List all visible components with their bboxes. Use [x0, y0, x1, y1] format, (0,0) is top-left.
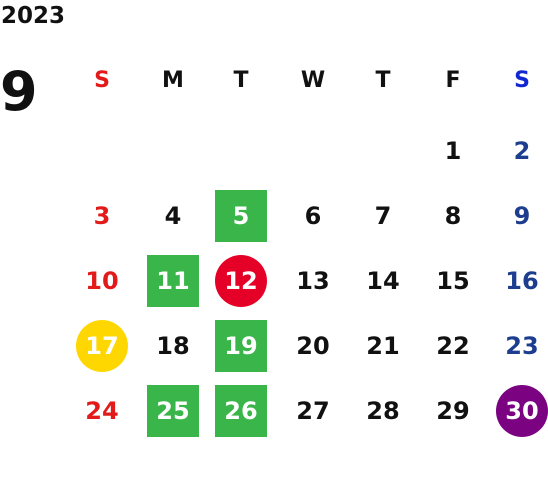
weekday-header-tue: T — [233, 68, 249, 93]
day-cell-18[interactable]: 18 — [156, 332, 190, 360]
day-cell-2[interactable]: 2 — [513, 137, 531, 165]
weekday-header-wed: W — [300, 68, 326, 93]
day-cell-19-marked-square[interactable]: 19 — [215, 320, 267, 372]
day-cell-12-marked-circle[interactable]: 12 — [215, 255, 267, 307]
day-cell-13[interactable]: 13 — [296, 267, 330, 295]
day-cell-21[interactable]: 21 — [366, 332, 400, 360]
day-cell-28[interactable]: 28 — [366, 397, 400, 425]
weekday-header-mon: M — [162, 68, 184, 93]
day-cell-10[interactable]: 10 — [85, 267, 119, 295]
day-cell-1[interactable]: 1 — [444, 137, 462, 165]
day-cell-11-marked-square[interactable]: 11 — [147, 255, 199, 307]
day-cell-29[interactable]: 29 — [436, 397, 470, 425]
day-cell-17-marked-circle[interactable]: 17 — [76, 320, 128, 372]
weekday-header-thu: T — [375, 68, 391, 93]
day-cell-24[interactable]: 24 — [85, 397, 119, 425]
weekday-header-fri: F — [445, 68, 461, 93]
day-cell-16[interactable]: 16 — [505, 267, 539, 295]
day-cell-6[interactable]: 6 — [304, 202, 322, 230]
day-cell-23[interactable]: 23 — [505, 332, 539, 360]
year-label: 2023 — [1, 3, 66, 29]
day-cell-27[interactable]: 27 — [296, 397, 330, 425]
day-cell-26-marked-square[interactable]: 26 — [215, 385, 267, 437]
day-cell-9[interactable]: 9 — [513, 202, 531, 230]
day-cell-14[interactable]: 14 — [366, 267, 400, 295]
day-cell-30-marked-circle[interactable]: 30 — [496, 385, 548, 437]
day-cell-3[interactable]: 3 — [93, 202, 111, 230]
day-cell-15[interactable]: 15 — [436, 267, 470, 295]
month-number: 9 — [0, 60, 38, 123]
weekday-header-sun: S — [94, 68, 110, 93]
day-cell-25-marked-square[interactable]: 25 — [147, 385, 199, 437]
day-cell-5-marked-square[interactable]: 5 — [215, 190, 267, 242]
day-cell-4[interactable]: 4 — [164, 202, 182, 230]
weekday-header-sat: S — [514, 68, 530, 93]
day-cell-22[interactable]: 22 — [436, 332, 470, 360]
day-cell-8[interactable]: 8 — [444, 202, 462, 230]
day-cell-7[interactable]: 7 — [374, 202, 392, 230]
day-cell-20[interactable]: 20 — [296, 332, 330, 360]
